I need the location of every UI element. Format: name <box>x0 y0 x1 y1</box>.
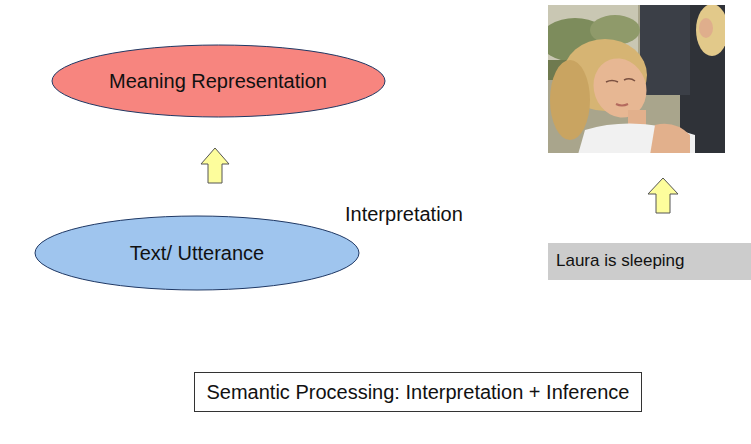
meaning-ellipse: Meaning Representation <box>51 44 386 118</box>
free-label: Interpretation <box>345 203 463 226</box>
node-text: Text/ Utterance <box>130 241 265 265</box>
block-arrow <box>201 148 229 183</box>
node-text: Laura is sleeping <box>556 251 685 271</box>
block-arrow <box>648 178 678 213</box>
text-ellipse: Text/ Utterance <box>34 215 360 291</box>
node-text: Meaning Representation <box>109 69 327 93</box>
summary-box: Semantic Processing: Interpretation + In… <box>194 372 641 412</box>
ellipse-shape <box>35 216 359 290</box>
ellipse-shape <box>52 45 385 117</box>
node-text: Semantic Processing: Interpretation + In… <box>206 380 629 404</box>
sleeping-girl-photo <box>548 5 725 153</box>
caption-box: Laura is sleeping <box>548 243 751 280</box>
